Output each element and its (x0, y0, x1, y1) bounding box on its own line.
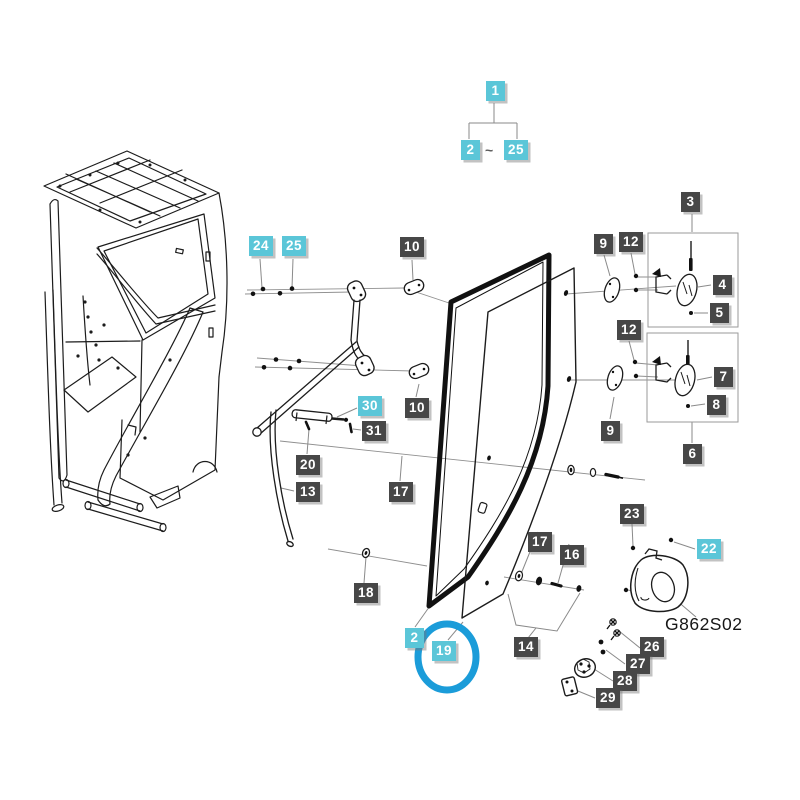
part-label-8[interactable]: 8 (707, 395, 726, 415)
part-label-26[interactable]: 26 (640, 637, 665, 657)
part-label-12[interactable]: 12 (619, 232, 644, 252)
part-label-25[interactable]: 25 (282, 236, 307, 256)
part-label-9[interactable]: 9 (601, 421, 620, 441)
door-glass-part (461, 267, 577, 619)
figure-code: G862S02 (665, 614, 743, 634)
part-label-14[interactable]: 14 (514, 637, 539, 657)
part-label-20[interactable]: 20 (296, 455, 321, 475)
part-label-17[interactable]: 17 (528, 532, 553, 552)
part-label-2[interactable]: 2 (405, 628, 424, 648)
part-label-29[interactable]: 29 (596, 688, 621, 708)
part-label-17[interactable]: 17 (389, 482, 414, 502)
part-label-27[interactable]: 27 (626, 654, 651, 674)
part-label-7[interactable]: 7 (714, 367, 733, 387)
part-label-9[interactable]: 9 (594, 234, 613, 254)
grommet-18 (361, 547, 371, 559)
cab-sketch (43, 150, 228, 533)
part-label-30[interactable]: 30 (358, 396, 383, 416)
hinge-group-top (603, 241, 698, 315)
part-label-4[interactable]: 4 (713, 275, 732, 295)
part-label-6[interactable]: 6 (683, 444, 702, 464)
bumper-oval-parts (403, 278, 430, 380)
door-seal-part (426, 252, 552, 609)
part-label-1[interactable]: 1 (486, 81, 505, 101)
gas-strut-part (291, 409, 353, 434)
part-label-24[interactable]: 24 (249, 236, 274, 256)
part-label-23[interactable]: 23 (620, 504, 645, 524)
screw-dots (250, 286, 302, 371)
part-label-28[interactable]: 28 (613, 671, 638, 691)
part-label-2[interactable]: 2 (461, 140, 480, 160)
part-label-18[interactable]: 18 (354, 583, 379, 603)
highlight-circle-19 (414, 620, 480, 694)
washer-bolt-row (567, 464, 624, 479)
hinge-group-bottom (606, 340, 696, 408)
fastener-row-14 (514, 570, 582, 592)
part-label-19[interactable]: 19 (432, 641, 457, 661)
part-label-5[interactable]: 5 (710, 303, 729, 323)
legend-separator: ~ (485, 142, 494, 158)
part-label-10[interactable]: 10 (405, 398, 430, 418)
part-label-16[interactable]: 16 (560, 545, 585, 565)
latch-parts (560, 618, 621, 697)
part-label-10[interactable]: 10 (400, 237, 425, 257)
part-label-31[interactable]: 31 (362, 421, 387, 441)
part-label-25[interactable]: 25 (504, 140, 529, 160)
handle-housing-part (623, 537, 689, 613)
legend-connector (468, 103, 518, 139)
part-label-3[interactable]: 3 (681, 192, 700, 212)
part-label-13[interactable]: 13 (296, 482, 321, 502)
handle-bracket-and-rail (252, 280, 375, 548)
part-label-12[interactable]: 12 (617, 320, 642, 340)
part-label-22[interactable]: 22 (697, 539, 722, 559)
hinge-group-brackets (646, 232, 739, 423)
